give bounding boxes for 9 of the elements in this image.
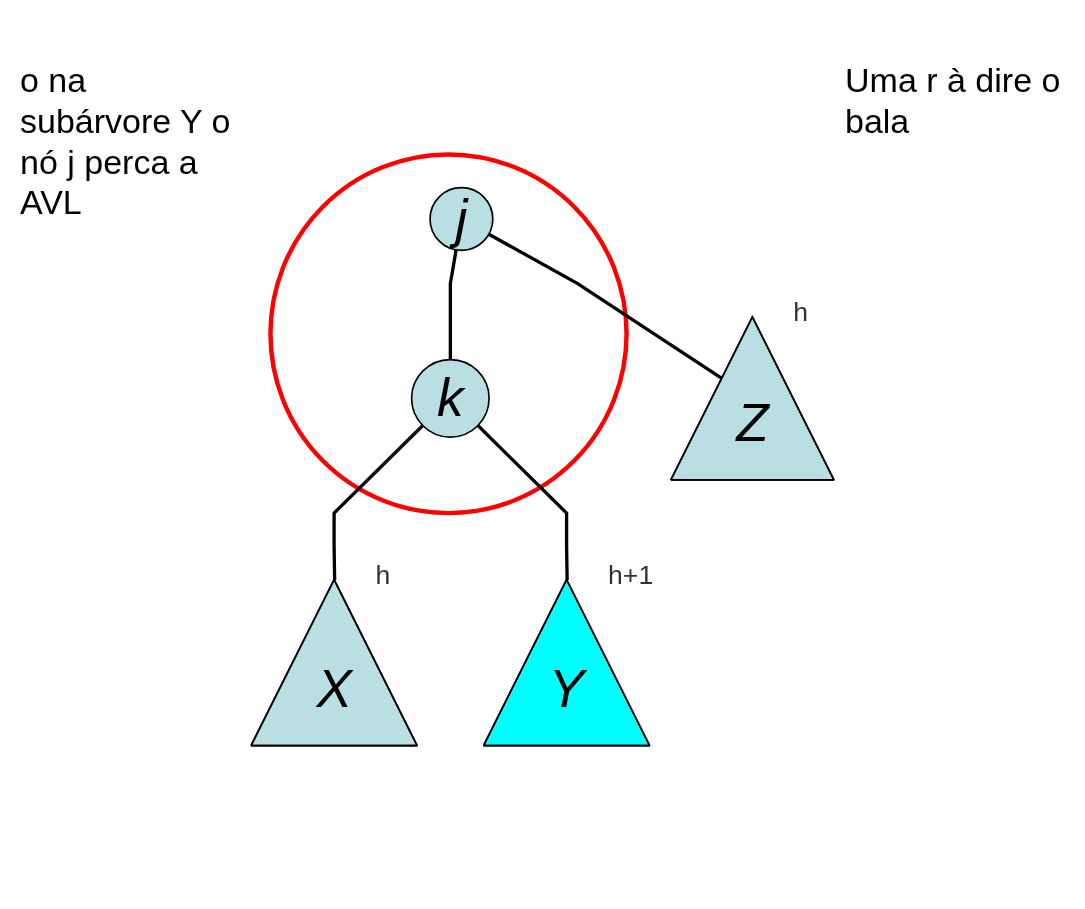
connector: [488, 232, 724, 381]
connector: [448, 249, 458, 360]
node-circle: k: [410, 358, 490, 438]
node-circle: j: [429, 186, 494, 252]
connector: [332, 424, 424, 581]
cluster: [268, 152, 629, 516]
connector: [476, 424, 569, 581]
note-text: o na subárvore Y o nó j perca a AVL: [20, 60, 232, 224]
note-text: Uma r à dire o bala: [845, 60, 1062, 142]
